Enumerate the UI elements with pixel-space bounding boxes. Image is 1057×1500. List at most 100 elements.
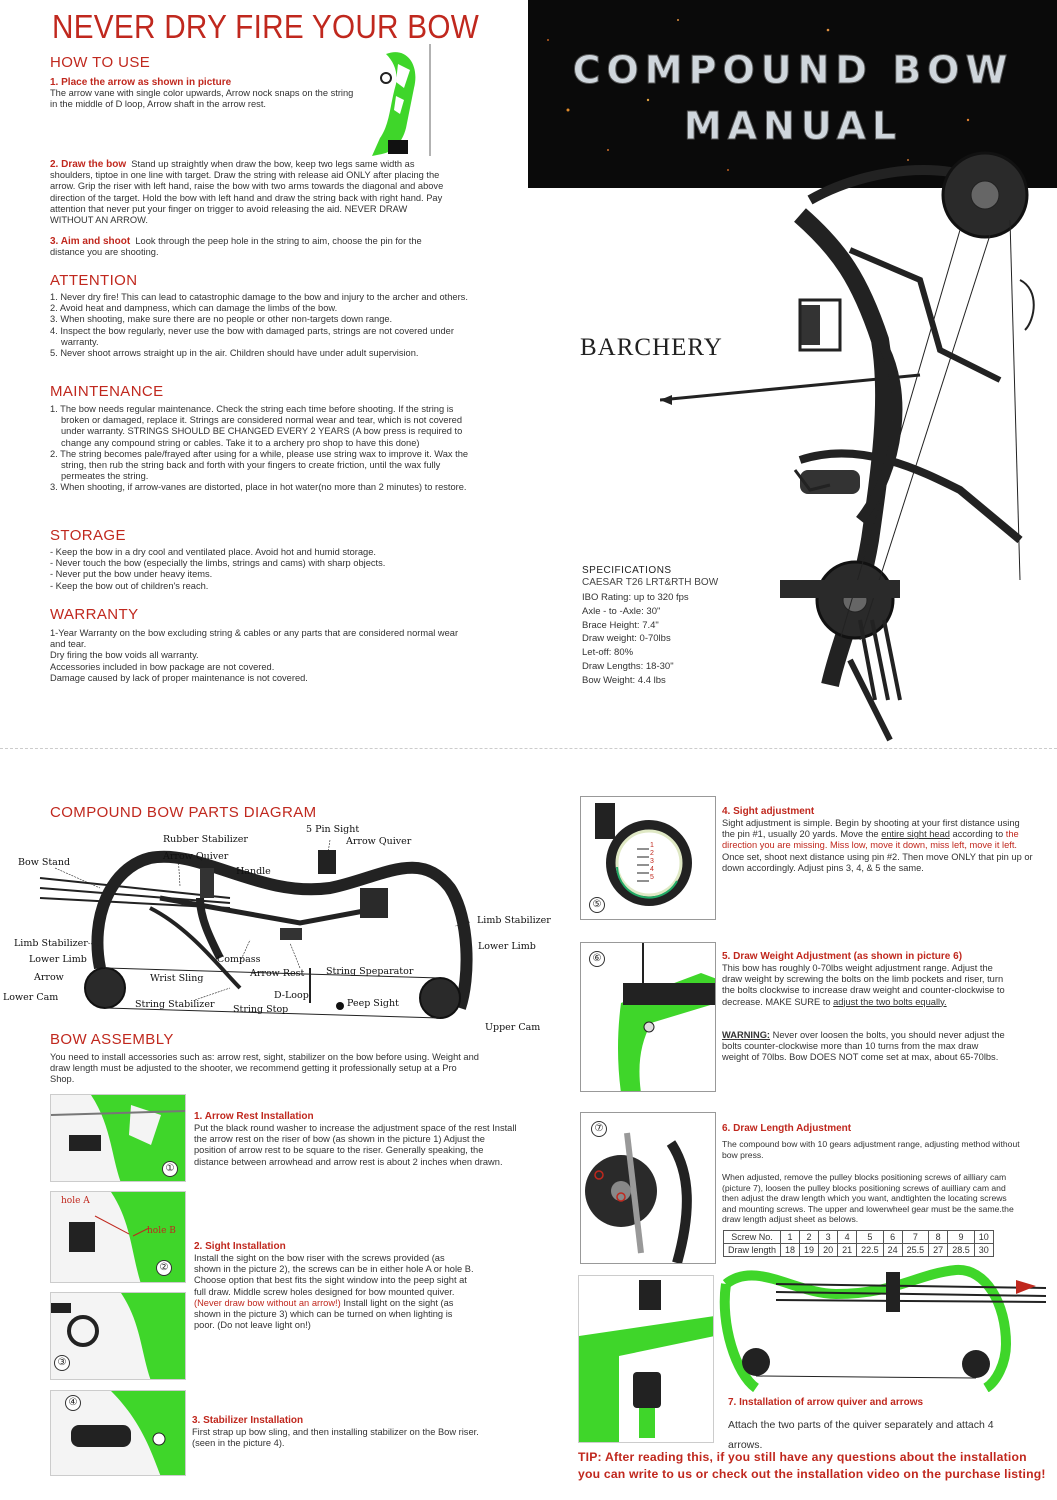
table-cell: 5 (856, 1230, 884, 1244)
table-cell: 4 (837, 1230, 858, 1244)
sight-light-photo: ③ (50, 1292, 186, 1380)
maintenance-heading: MAINTENANCE (50, 383, 164, 400)
arrow-rest-photo: ① (50, 1094, 186, 1182)
how-to-step3-title: 3. Aim and shoot (50, 236, 131, 247)
table-row: Draw length 18 19 20 21 22.5 24 25.5 27 … (722, 1243, 994, 1257)
bow-assembly-heading: BOW ASSEMBLY (50, 1031, 174, 1048)
label-bow-stand: Bow Stand (18, 857, 71, 868)
banner-title-line1: COMPOUND BOW (572, 48, 1014, 93)
sight-adjust-text-c: Once set, shoot next distance using pin … (722, 851, 1033, 873)
list-item: 1. The bow needs regular maintenance. Ch… (50, 404, 463, 448)
brand-name: BARCHERY (580, 334, 723, 361)
table-cell: 20 (818, 1243, 839, 1257)
table-cell: 22.5 (856, 1243, 884, 1257)
tip-line-1: TIP: After reading this, if you still ha… (578, 1450, 1027, 1464)
banner-title-line2: MANUAL (683, 104, 903, 149)
picture-1-badge: ① (162, 1161, 178, 1177)
parts-diagram-heading: COMPOUND BOW PARTS DIAGRAM (50, 804, 317, 821)
sight-pin-numbers: 1 2 3 4 5 (650, 842, 654, 882)
label-lower-cam: Lower Cam (3, 992, 59, 1003)
label-upper-cam: Upper Cam (485, 1022, 541, 1033)
picture-2-badge: ② (156, 1260, 172, 1276)
draw-weight-photo: ⑥ (580, 942, 716, 1092)
warranty-line: Accessories included in bow package are … (50, 661, 275, 672)
bow-assembly-intro: You need to install accessories such as:… (50, 1052, 479, 1085)
how-to-step1-title: 1. Place the arrow as shown in picture (50, 77, 232, 88)
sight-adjust-text: Sight adjustment is simple. Begin by sho… (722, 818, 1034, 874)
list-item: 2. The string becomes pale/frayed after … (50, 448, 469, 482)
sight-install-title: 2. Sight Installation (194, 1241, 286, 1252)
how-to-step3-text: Look through the peep hole in the string… (50, 236, 422, 258)
sight-install-text: Install the sight on the bow riser with … (194, 1253, 474, 1331)
arrow-rest-title: 1. Arrow Rest Installation (194, 1111, 314, 1122)
label-lower-limb-right: Lower Limb (478, 941, 536, 952)
table-cell: 25.5 (901, 1243, 930, 1257)
spec-line: Let-off: 80% (582, 647, 634, 659)
draw-weight-warning: WARNING: Never over loosen the bolts, yo… (722, 1030, 1007, 1064)
table-cell: Draw length (722, 1243, 782, 1257)
page-title: NEVER DRY FIRE YOUR BOW (52, 8, 480, 45)
label-d-loop: D-Loop (274, 990, 309, 1001)
label-rubber-stabilizer: Rubber Stabilizer (163, 834, 248, 845)
how-to-step2-text: Stand up straightly when draw the bow, k… (50, 159, 444, 226)
sight-adjust-underline: entire sight head (881, 829, 950, 840)
arrow-placement-photo (368, 44, 440, 156)
label-string-stop: String Stop (233, 1004, 289, 1015)
table-cell: 21 (837, 1243, 858, 1257)
label-wrist-sling: Wrist Sling (150, 973, 204, 984)
warranty-text: 1-Year Warranty on the bow excluding str… (50, 628, 475, 684)
spec-line: IBO Rating: up to 320 fps (582, 592, 689, 603)
attention-heading: ATTENTION (50, 272, 138, 289)
table-cell: 10 (973, 1230, 994, 1244)
label-limb-stabilizer-left: Limb Stabilizer (14, 938, 88, 949)
table-cell: 7 (901, 1230, 930, 1244)
how-to-step3: 3. Aim and shoot Look through the peep h… (50, 236, 450, 258)
storage-heading: STORAGE (50, 527, 126, 544)
sight-adjust-text-a: Sight adjustment is simple. Begin by sho… (722, 818, 1020, 840)
list-item: 3. When shooting, make sure there are no… (50, 314, 393, 325)
list-item: 5. Never shoot arrows straight up in the… (50, 348, 419, 359)
tip-line-2: you can write to us or check out the ins… (578, 1467, 1046, 1481)
pin-5: 5 (650, 874, 654, 881)
table-cell: 28.5 (947, 1243, 975, 1257)
label-string-separator: String Speparator (326, 966, 414, 977)
table-cell: 30 (973, 1243, 994, 1257)
table-cell: 2 (799, 1230, 820, 1244)
label-compass: Compass (217, 954, 261, 965)
spec-line: Draw Lengths: 18-30" (582, 660, 674, 672)
draw-weight-text: This bow has roughly 0-70lbs weight adju… (722, 963, 1007, 1008)
how-to-step2-title: 2. Draw the bow (50, 159, 127, 170)
pin-1: 1 (650, 842, 654, 849)
draw-length-table: Screw No. 1 2 3 4 5 6 7 8 9 10 Draw leng… (722, 1230, 994, 1257)
sight-adjust-text-b: according to (949, 829, 1006, 840)
list-item: 1. Never dry fire! This can lead to cata… (50, 292, 468, 302)
list-item: - Never put the bow under heavy items. (50, 569, 213, 580)
list-item: - Keep the bow out of children's reach. (50, 580, 209, 591)
warning-label: WARNING: (722, 1030, 771, 1040)
sight-adjust-photo: 1 2 3 4 5 ⑤ (580, 796, 716, 920)
draw-length-text2: When adjusted, remove the pulley blocks … (722, 1172, 1014, 1224)
label-5-pin-sight: 5 Pin Sight (306, 824, 360, 835)
spec-line: Draw weight: 0-70lbs (582, 633, 671, 645)
specs-model: CAESAR T26 LRT&RTH BOW (582, 577, 719, 588)
warranty-heading: WARRANTY (50, 606, 139, 623)
draw-length-text1: The compound bow with 10 gears adjustmen… (722, 1139, 1020, 1160)
sight-install-warning: (Never draw bow without an arrow!) (194, 1297, 341, 1308)
label-handle: Handle (236, 866, 271, 877)
table-cell: 3 (818, 1230, 839, 1244)
hole-a-label: hole A (61, 1196, 90, 1206)
tip-note: TIP: After reading this, if you still ha… (578, 1449, 1048, 1483)
draw-weight-title: 5. Draw Weight Adjustment (as shown in p… (722, 951, 963, 962)
pin-3: 3 (650, 858, 654, 865)
table-cell: 19 (799, 1243, 820, 1257)
table-row: Screw No. 1 2 3 4 5 6 7 8 9 10 (722, 1230, 994, 1244)
label-string-stabilizer: String Stabilizer (135, 999, 215, 1010)
green-bow-quiver-photo (716, 1264, 1047, 1393)
table-cell: 8 (928, 1230, 949, 1244)
spec-line: Bow Weight: 4.4 lbs (582, 674, 666, 686)
how-to-use-heading: HOW TO USE (50, 54, 151, 71)
stabilizer-text: First strap up bow sling, and then insta… (192, 1427, 479, 1449)
maintenance-list: 1. The bow needs regular maintenance. Ch… (50, 404, 480, 494)
table-cell: 9 (947, 1230, 975, 1244)
hole-b-label: hole B (147, 1226, 176, 1236)
